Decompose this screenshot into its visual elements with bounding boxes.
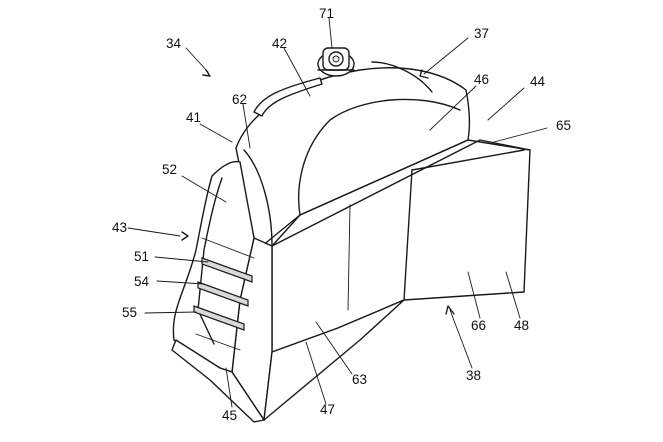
label-46: 46 [474, 72, 489, 87]
label-42: 42 [272, 36, 287, 51]
view-arrows [181, 69, 455, 315]
right-box-top-edge [271, 139, 531, 247]
label-44: 44 [530, 74, 546, 89]
label-41: 41 [186, 110, 201, 125]
label-66: 66 [471, 318, 486, 333]
label-51: 51 [134, 249, 149, 264]
label-52: 52 [162, 162, 177, 177]
fastener-71 [317, 47, 355, 77]
right-box-inner-edge [347, 204, 351, 311]
leader-lines [127, 17, 548, 408]
label-38: 38 [466, 368, 481, 383]
label-43: 43 [112, 220, 127, 235]
label-47: 47 [320, 402, 335, 417]
bottom-foot [171, 339, 265, 423]
label-48: 48 [514, 318, 529, 333]
rear-rib [371, 61, 433, 93]
label-45: 45 [222, 408, 237, 423]
lower-panel [263, 299, 405, 421]
label-54: 54 [134, 274, 150, 289]
label-37: 37 [474, 26, 489, 41]
label-34: 34 [166, 36, 182, 51]
grille-slats [193, 237, 255, 351]
label-63: 63 [352, 372, 367, 387]
right-box-corner [411, 149, 525, 171]
body-edge-62 [243, 149, 273, 247]
right-box-edge [403, 169, 413, 301]
label-62: 62 [232, 92, 247, 107]
label-55: 55 [122, 305, 137, 320]
grille-frame-inner [197, 177, 223, 345]
label-65: 65 [556, 118, 571, 133]
inner-cover [298, 98, 461, 216]
label-71: 71 [319, 6, 334, 21]
